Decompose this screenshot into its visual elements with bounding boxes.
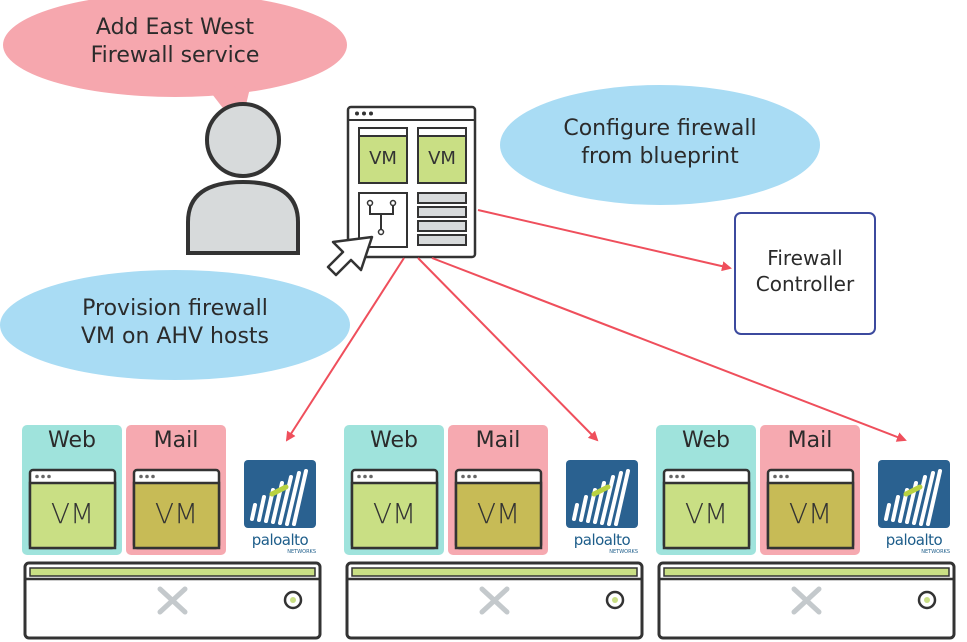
host-2-mail-label: Mail (475, 428, 521, 453)
cursor-icon (326, 235, 374, 277)
host-3-web-vm-label: VM (684, 497, 729, 530)
host-3-mail-vm-label: VM (788, 497, 833, 530)
arrow-to-controller (477, 209, 732, 272)
blueprint-vm-label-2: VM (428, 148, 456, 169)
host-1-mail-vm-label: VM (154, 497, 199, 530)
arrow-to-host-3 (431, 257, 907, 442)
vm-window-web (28, 468, 117, 550)
arrow-to-host-1 (285, 257, 405, 442)
host-1-mail-label: Mail (153, 428, 199, 453)
vm-window-web (662, 468, 751, 550)
host-3 (656, 425, 956, 640)
host-2-web-vm-label: VM (372, 497, 417, 530)
host-2-web-label: Web (370, 428, 418, 453)
host-1-web-vm-label: VM (50, 497, 95, 530)
paloalto-logo-icon (878, 460, 950, 528)
server-chassis (345, 561, 644, 640)
host-3-brand-sub: NETWORKS (921, 549, 950, 555)
bubble-configure (500, 85, 820, 205)
bubble-provision-line-1: Provision firewall (82, 296, 268, 321)
blueprint-icon (346, 105, 477, 259)
vm-window-mail (132, 468, 221, 550)
host-1-web-label: Web (48, 428, 96, 453)
host-2-mail-vm-label: VM (476, 497, 521, 530)
host-3-web-label: Web (682, 428, 730, 453)
bubble-add-service-line-2: Firewall service (90, 43, 260, 69)
vm-window-web (350, 468, 439, 550)
bubble-add-service-text: Add East West Firewall service (55, 14, 295, 70)
user-icon (186, 102, 300, 255)
host-2 (344, 425, 644, 640)
bubble-configure-line-2: from blueprint (581, 144, 739, 170)
paloalto-logo-icon (244, 460, 316, 528)
controller-line-1: Firewall (767, 246, 843, 270)
server-chassis (23, 561, 322, 640)
host-3-mail-label: Mail (787, 428, 833, 453)
firewall-controller-box (734, 212, 876, 335)
server-chassis (657, 561, 956, 640)
bubble-provision (0, 270, 350, 380)
host-1 (22, 425, 322, 640)
host-1-brand: paloalto (251, 531, 309, 549)
blueprint-vm-label-1: VM (369, 148, 397, 169)
arrows (285, 209, 907, 442)
firewall-controller-text: Firewall Controller (735, 246, 875, 297)
bubble-provision-line-2: VM on AHV hosts (80, 324, 269, 350)
bubble-add-service-line-1: Add East West (95, 15, 255, 40)
vm-window-mail (766, 468, 855, 550)
host-2-brand: paloalto (573, 531, 631, 549)
paloalto-logo-icon (566, 460, 638, 528)
host-3-brand: paloalto (885, 531, 943, 549)
vm-window-mail (454, 468, 543, 550)
host-1-brand-sub: NETWORKS (287, 549, 316, 555)
bubble-configure-line-1: Configure firewall (563, 116, 757, 141)
bubble-configure-text: Configure firewall from blueprint (530, 115, 790, 171)
controller-line-2: Controller (755, 271, 855, 296)
host-2-brand-sub: NETWORKS (609, 549, 638, 555)
arrow-to-host-2 (417, 257, 599, 442)
bubble-provision-text: Provision firewall VM on AHV hosts (40, 295, 310, 351)
